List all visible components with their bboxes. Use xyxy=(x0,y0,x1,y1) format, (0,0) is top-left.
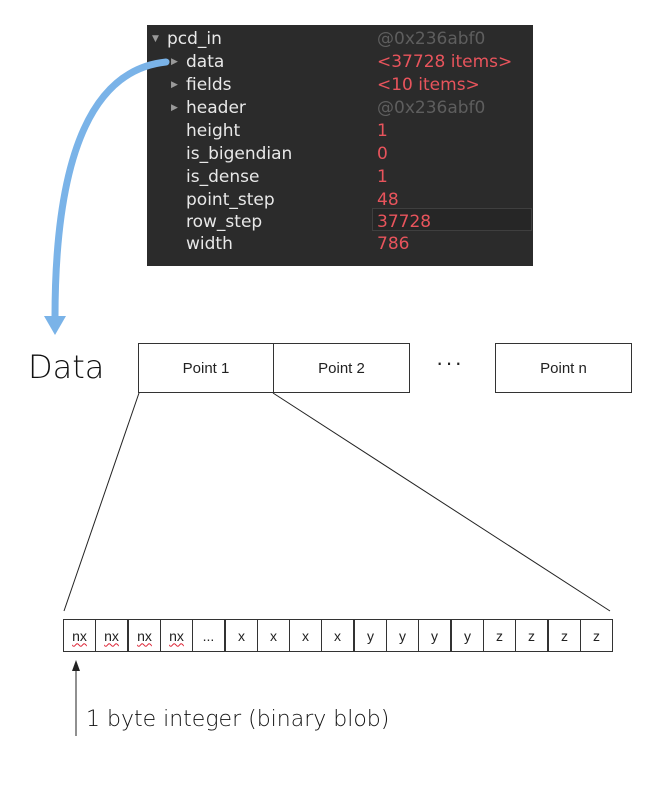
byte-cell: y xyxy=(386,619,419,652)
selected-value-highlight xyxy=(372,208,532,231)
variable-name: is_bigendian xyxy=(186,144,293,164)
variable-value: <10 items> xyxy=(377,75,480,95)
variable-value: 48 xyxy=(377,190,399,210)
tree-row-fields[interactable]: ▶ fields <10 items> xyxy=(147,74,533,97)
up-arrow-head xyxy=(72,660,80,671)
byte-cell: x xyxy=(225,619,258,652)
variable-name: is_dense xyxy=(186,167,260,187)
expand-triangle-down-icon[interactable]: ▼ xyxy=(152,34,159,44)
variable-name: pcd_in xyxy=(167,29,222,49)
variable-name: data xyxy=(186,52,225,72)
byte-cell: y xyxy=(418,619,451,652)
byte-cell: nx xyxy=(95,619,128,652)
tree-row-is-bigendian[interactable]: is_bigendian 0 xyxy=(147,143,533,166)
byte-cell-label: y xyxy=(464,627,471,644)
point-box-1: Point 1 xyxy=(138,343,274,393)
byte-cell-label: nx xyxy=(72,627,87,644)
variable-name: point_step xyxy=(186,190,275,210)
curved-arrow-head xyxy=(44,316,66,335)
variable-name: row_step xyxy=(186,212,263,232)
tree-row-header[interactable]: ▶ header @0x236abf0 xyxy=(147,97,533,120)
connector-line-right xyxy=(272,392,611,612)
ellipsis: ··· xyxy=(436,350,464,375)
variable-name: fields xyxy=(186,75,232,95)
byte-cell: z xyxy=(483,619,516,652)
variable-value: 786 xyxy=(377,234,410,254)
curved-arrow-shaft xyxy=(51,58,170,322)
byte-cell: nx xyxy=(128,619,161,652)
variable-name: header xyxy=(186,98,246,118)
data-label: Data xyxy=(28,348,105,386)
byte-cell-label: z xyxy=(528,627,535,644)
tree-row-data[interactable]: ▶ data <37728 items> xyxy=(147,51,533,74)
tree-row-height[interactable]: height 1 xyxy=(147,120,533,143)
byte-cell: y xyxy=(354,619,387,652)
byte-cell-label: z xyxy=(561,627,568,644)
variable-value: 1 xyxy=(377,167,388,187)
byte-cell-label: nx xyxy=(137,627,152,644)
byte-cell-label: y xyxy=(399,627,406,644)
variable-value: @0x236abf0 xyxy=(377,29,486,49)
byte-cell-label: nx xyxy=(169,627,184,644)
debugger-variables-panel: ▼ pcd_in @0x236abf0 ▶ data <37728 items>… xyxy=(147,25,533,266)
expand-triangle-right-icon[interactable]: ▶ xyxy=(171,57,178,67)
byte-cell-label: z xyxy=(496,627,503,644)
byte-cell-label: z xyxy=(593,627,600,644)
point-box-n: Point n xyxy=(495,343,632,393)
byte-cell-label: y xyxy=(367,627,374,644)
byte-cell-label: x xyxy=(270,627,277,644)
tree-row-pcd-in[interactable]: ▼ pcd_in @0x236abf0 xyxy=(147,28,533,51)
byte-cell-label: ... xyxy=(202,627,215,644)
byte-cell: nx xyxy=(160,619,193,652)
tree-row-row-step[interactable]: row_step 37728 xyxy=(147,211,533,234)
variable-name: height xyxy=(186,121,241,141)
connector-line-left xyxy=(63,392,140,612)
byte-cell: z xyxy=(580,619,613,652)
byte-cell-label: y xyxy=(431,627,438,644)
byte-cell: z xyxy=(515,619,548,652)
variable-name: width xyxy=(186,234,233,254)
tree-row-is-dense[interactable]: is_dense 1 xyxy=(147,166,533,189)
variable-value: 37728 xyxy=(377,212,432,232)
byte-caption: 1 byte integer (binary blob) xyxy=(86,707,390,732)
point-box-2: Point 2 xyxy=(273,343,410,393)
byte-cell: x xyxy=(321,619,354,652)
byte-cell-label: x xyxy=(238,627,245,644)
variable-value: 0 xyxy=(377,144,388,164)
tree-row-width[interactable]: width 786 xyxy=(147,233,533,256)
expand-triangle-right-icon[interactable]: ▶ xyxy=(171,103,178,113)
byte-cell: x xyxy=(257,619,290,652)
byte-cell: ... xyxy=(192,619,225,652)
byte-cell: x xyxy=(289,619,322,652)
expand-triangle-right-icon[interactable]: ▶ xyxy=(171,80,178,90)
variable-value: 1 xyxy=(377,121,388,141)
tree-row-point-step[interactable]: point_step 48 xyxy=(147,189,533,212)
byte-cell-label: x xyxy=(302,627,309,644)
variable-value: <37728 items> xyxy=(377,52,513,72)
byte-cell-label: x xyxy=(334,627,341,644)
variable-value: @0x236abf0 xyxy=(377,98,486,118)
byte-cell-label: nx xyxy=(104,627,119,644)
